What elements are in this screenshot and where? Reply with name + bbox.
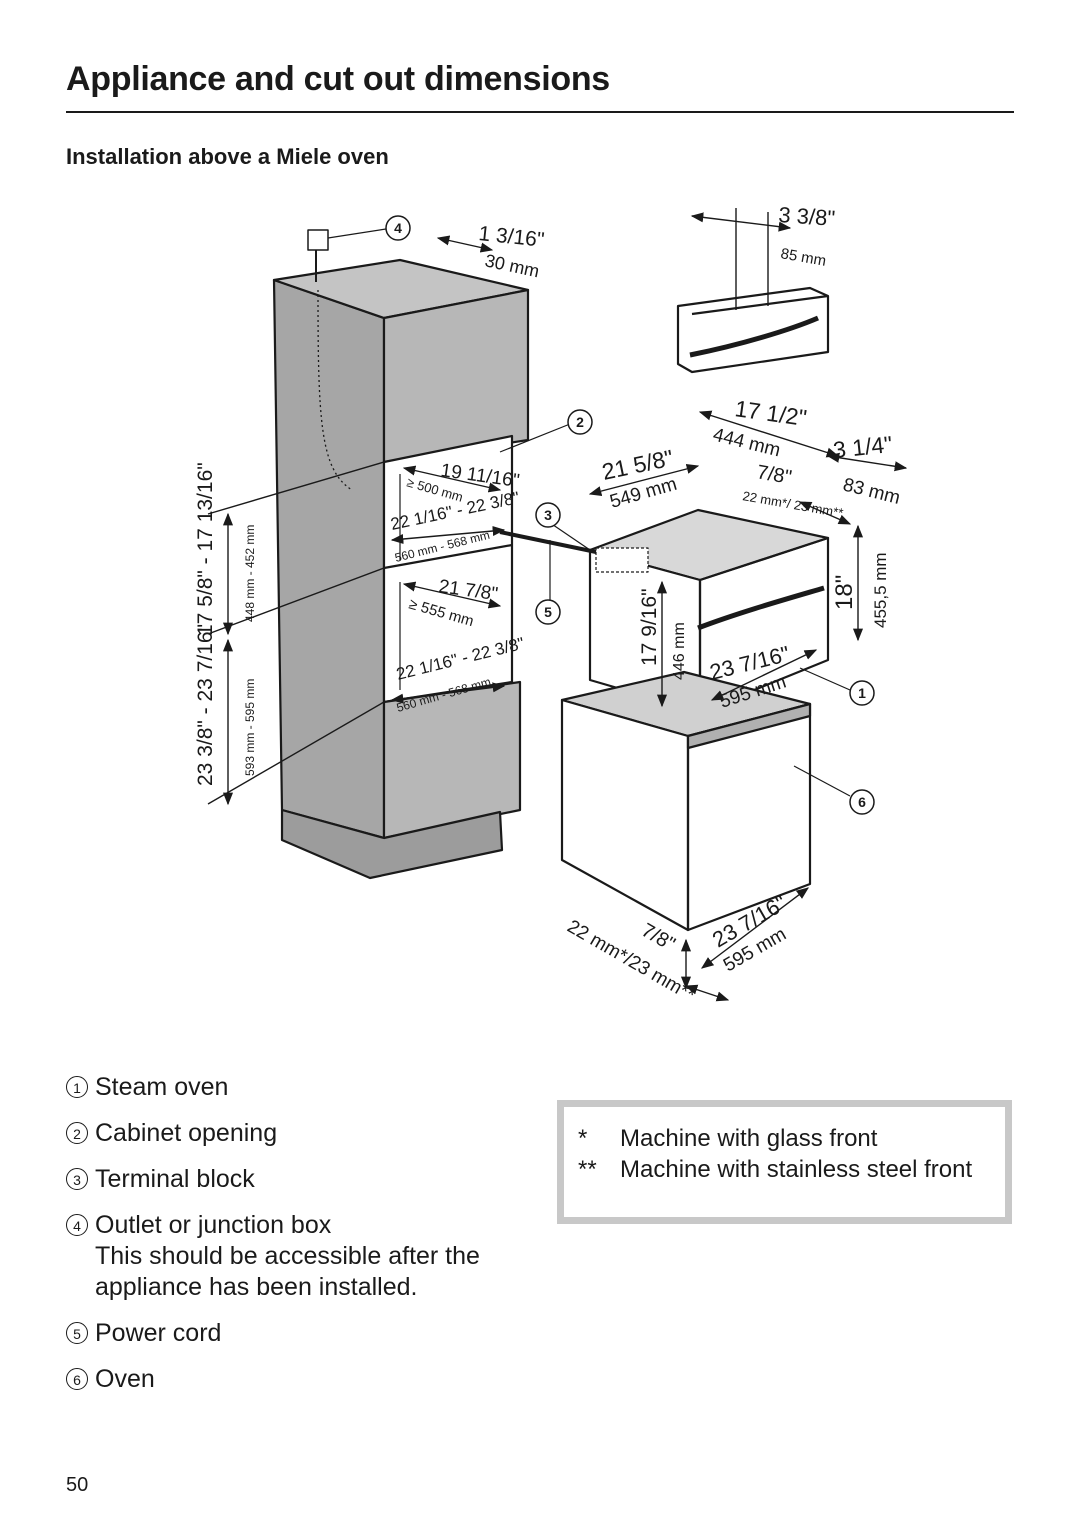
legend-item: 3 Terminal block xyxy=(66,1164,536,1195)
callout-5: 5 xyxy=(535,599,561,625)
dim-label: 17 9/16" xyxy=(638,588,661,666)
legend-label: Outlet or junction box xyxy=(95,1211,332,1239)
footnote-mark: ** xyxy=(578,1156,597,1183)
footnote-text: Machine with stainless steel front xyxy=(620,1156,973,1183)
door-panel xyxy=(676,286,830,374)
legend-item: 5 Power cord xyxy=(66,1318,536,1349)
dim-label: 3 3/8" xyxy=(778,202,836,231)
footnote-row: ** Machine with stainless steel front xyxy=(578,1154,991,1185)
dim-label: 22 mm*/23 mm** xyxy=(564,916,699,1006)
svg-text:2: 2 xyxy=(576,414,584,430)
callout-4: 4 xyxy=(385,215,411,241)
svg-text:4: 4 xyxy=(394,220,402,236)
legend-label: Power cord xyxy=(95,1319,222,1347)
svg-text:1: 1 xyxy=(858,685,866,701)
svg-text:5: 5 xyxy=(544,604,552,620)
dimension-lines xyxy=(207,208,908,1002)
footnote-row: * Machine with glass front xyxy=(578,1123,991,1154)
dim-label: 7/8" xyxy=(755,461,793,489)
legend-note: This should be accessible after the appl… xyxy=(95,1242,480,1301)
title-divider xyxy=(66,111,1014,113)
dim-label: 593 mm - 595 mm xyxy=(243,679,257,776)
dim-label: 23 3/8" - 23 7/16" xyxy=(194,624,217,786)
page-title: Appliance and cut out dimensions xyxy=(66,60,610,98)
dim-label: 455,5 mm xyxy=(871,552,890,628)
dim-label: 7/8" xyxy=(638,919,679,956)
dim-label: 448 mm - 452 mm xyxy=(243,525,257,622)
callout-1: 1 xyxy=(849,680,875,706)
callout-number: 6 xyxy=(66,1368,88,1390)
lower-oven xyxy=(560,670,812,932)
installation-diagram: 4 2 3 5 1 6 1 3/16" 30 mm 3 3/8" 85 mm 1… xyxy=(150,190,930,1040)
callout-number: 2 xyxy=(66,1122,88,1144)
callout-6: 6 xyxy=(849,789,875,815)
page-number: 50 xyxy=(66,1474,89,1496)
svg-text:3: 3 xyxy=(544,507,552,523)
dim-label: 85 mm xyxy=(779,245,827,270)
callout-3: 3 xyxy=(535,502,561,528)
dimension-drawing: 4 2 3 5 1 6 1 3/16" 30 mm 3 3/8" 85 mm 1… xyxy=(194,202,908,1006)
callout-2: 2 xyxy=(567,409,593,435)
steam-oven xyxy=(499,508,830,714)
dim-label: 83 mm xyxy=(841,474,902,508)
legend-item: 6 Oven xyxy=(66,1364,536,1395)
dim-label: 1 3/16" xyxy=(477,222,545,252)
legend-label: Terminal block xyxy=(95,1165,255,1193)
callout-number: 1 xyxy=(66,1076,88,1098)
callout-number: 5 xyxy=(66,1322,88,1344)
legend-item: 2 Cabinet opening xyxy=(66,1118,536,1149)
footnote-mark: * xyxy=(578,1125,588,1152)
callout-number: 3 xyxy=(66,1168,88,1190)
callout-number: 4 xyxy=(66,1214,88,1236)
dim-label: 17 5/8" - 17 13/16" xyxy=(194,462,217,636)
dim-label: 446 mm xyxy=(671,622,688,680)
footnote-text: Machine with glass front xyxy=(620,1125,878,1152)
legend-label: Steam oven xyxy=(95,1073,229,1101)
legend-label: Oven xyxy=(95,1365,155,1393)
tall-cabinet xyxy=(272,229,530,880)
dim-label: 3 1/4" xyxy=(832,431,894,463)
dim-label: 444 mm xyxy=(711,424,783,461)
footnote-box: * Machine with glass front ** Machine wi… xyxy=(557,1100,1012,1224)
svg-text:6: 6 xyxy=(858,794,866,810)
dim-label: 18" xyxy=(831,575,858,610)
section-heading: Installation above a Miele oven xyxy=(66,144,389,169)
dim-label: 22 mm*/ 23 mm** xyxy=(741,488,844,520)
legend-list: 1 Steam oven 2 Cabinet opening 3 Termina… xyxy=(66,1072,536,1410)
legend-item: 1 Steam oven xyxy=(66,1072,536,1103)
legend-item: 4 Outlet or junction box This should be … xyxy=(66,1210,536,1303)
legend-label: Cabinet opening xyxy=(95,1119,278,1147)
dim-label: 30 mm xyxy=(483,250,541,281)
